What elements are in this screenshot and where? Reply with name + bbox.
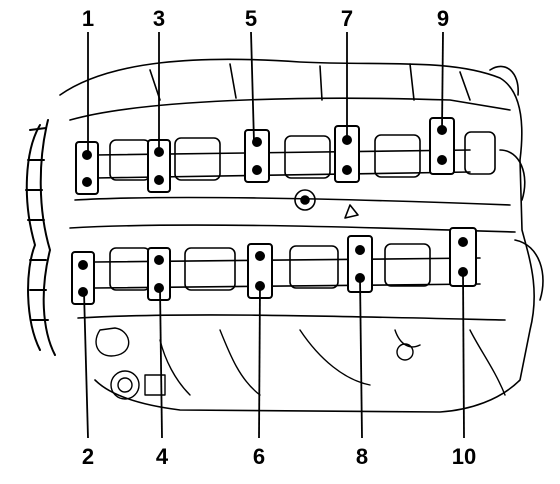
cam-gear-left	[25, 119, 56, 356]
callout-5: 5	[245, 6, 257, 31]
callouts-bottom: 2 4 6 8 10	[82, 444, 476, 469]
leader-lines-top	[87, 31, 444, 155]
callout-4: 4	[156, 444, 169, 469]
callout-10: 10	[452, 444, 476, 469]
bolt-8-icon	[355, 245, 365, 255]
bolt-2-icon	[78, 260, 88, 270]
center-bolt	[294, 189, 359, 219]
callouts-top: 1 3 5 7 9	[82, 6, 449, 31]
bearing-cap-2	[71, 251, 95, 305]
lower-bearing-caps	[71, 227, 477, 305]
bearing-cap-1	[75, 141, 99, 195]
cylinder-head-outline	[59, 58, 544, 413]
callout-1: 1	[82, 6, 94, 31]
callout-2: 2	[82, 444, 94, 469]
upper-bearing-caps	[75, 117, 455, 195]
bolt-10-icon	[458, 237, 468, 247]
bolt-4-icon	[154, 255, 164, 265]
callout-3: 3	[153, 6, 165, 31]
leader-lines-bottom	[83, 271, 465, 439]
bolt-1-icon	[82, 150, 92, 160]
callout-6: 6	[253, 444, 265, 469]
bearing-cap-5	[244, 129, 270, 183]
intake-ports	[95, 327, 506, 400]
callout-8: 8	[356, 444, 368, 469]
callout-7: 7	[341, 6, 353, 31]
bolt-6-icon	[255, 251, 265, 261]
bearing-cap-4	[147, 247, 171, 301]
lower-cap-bolts	[78, 237, 468, 297]
callout-9: 9	[437, 6, 449, 31]
